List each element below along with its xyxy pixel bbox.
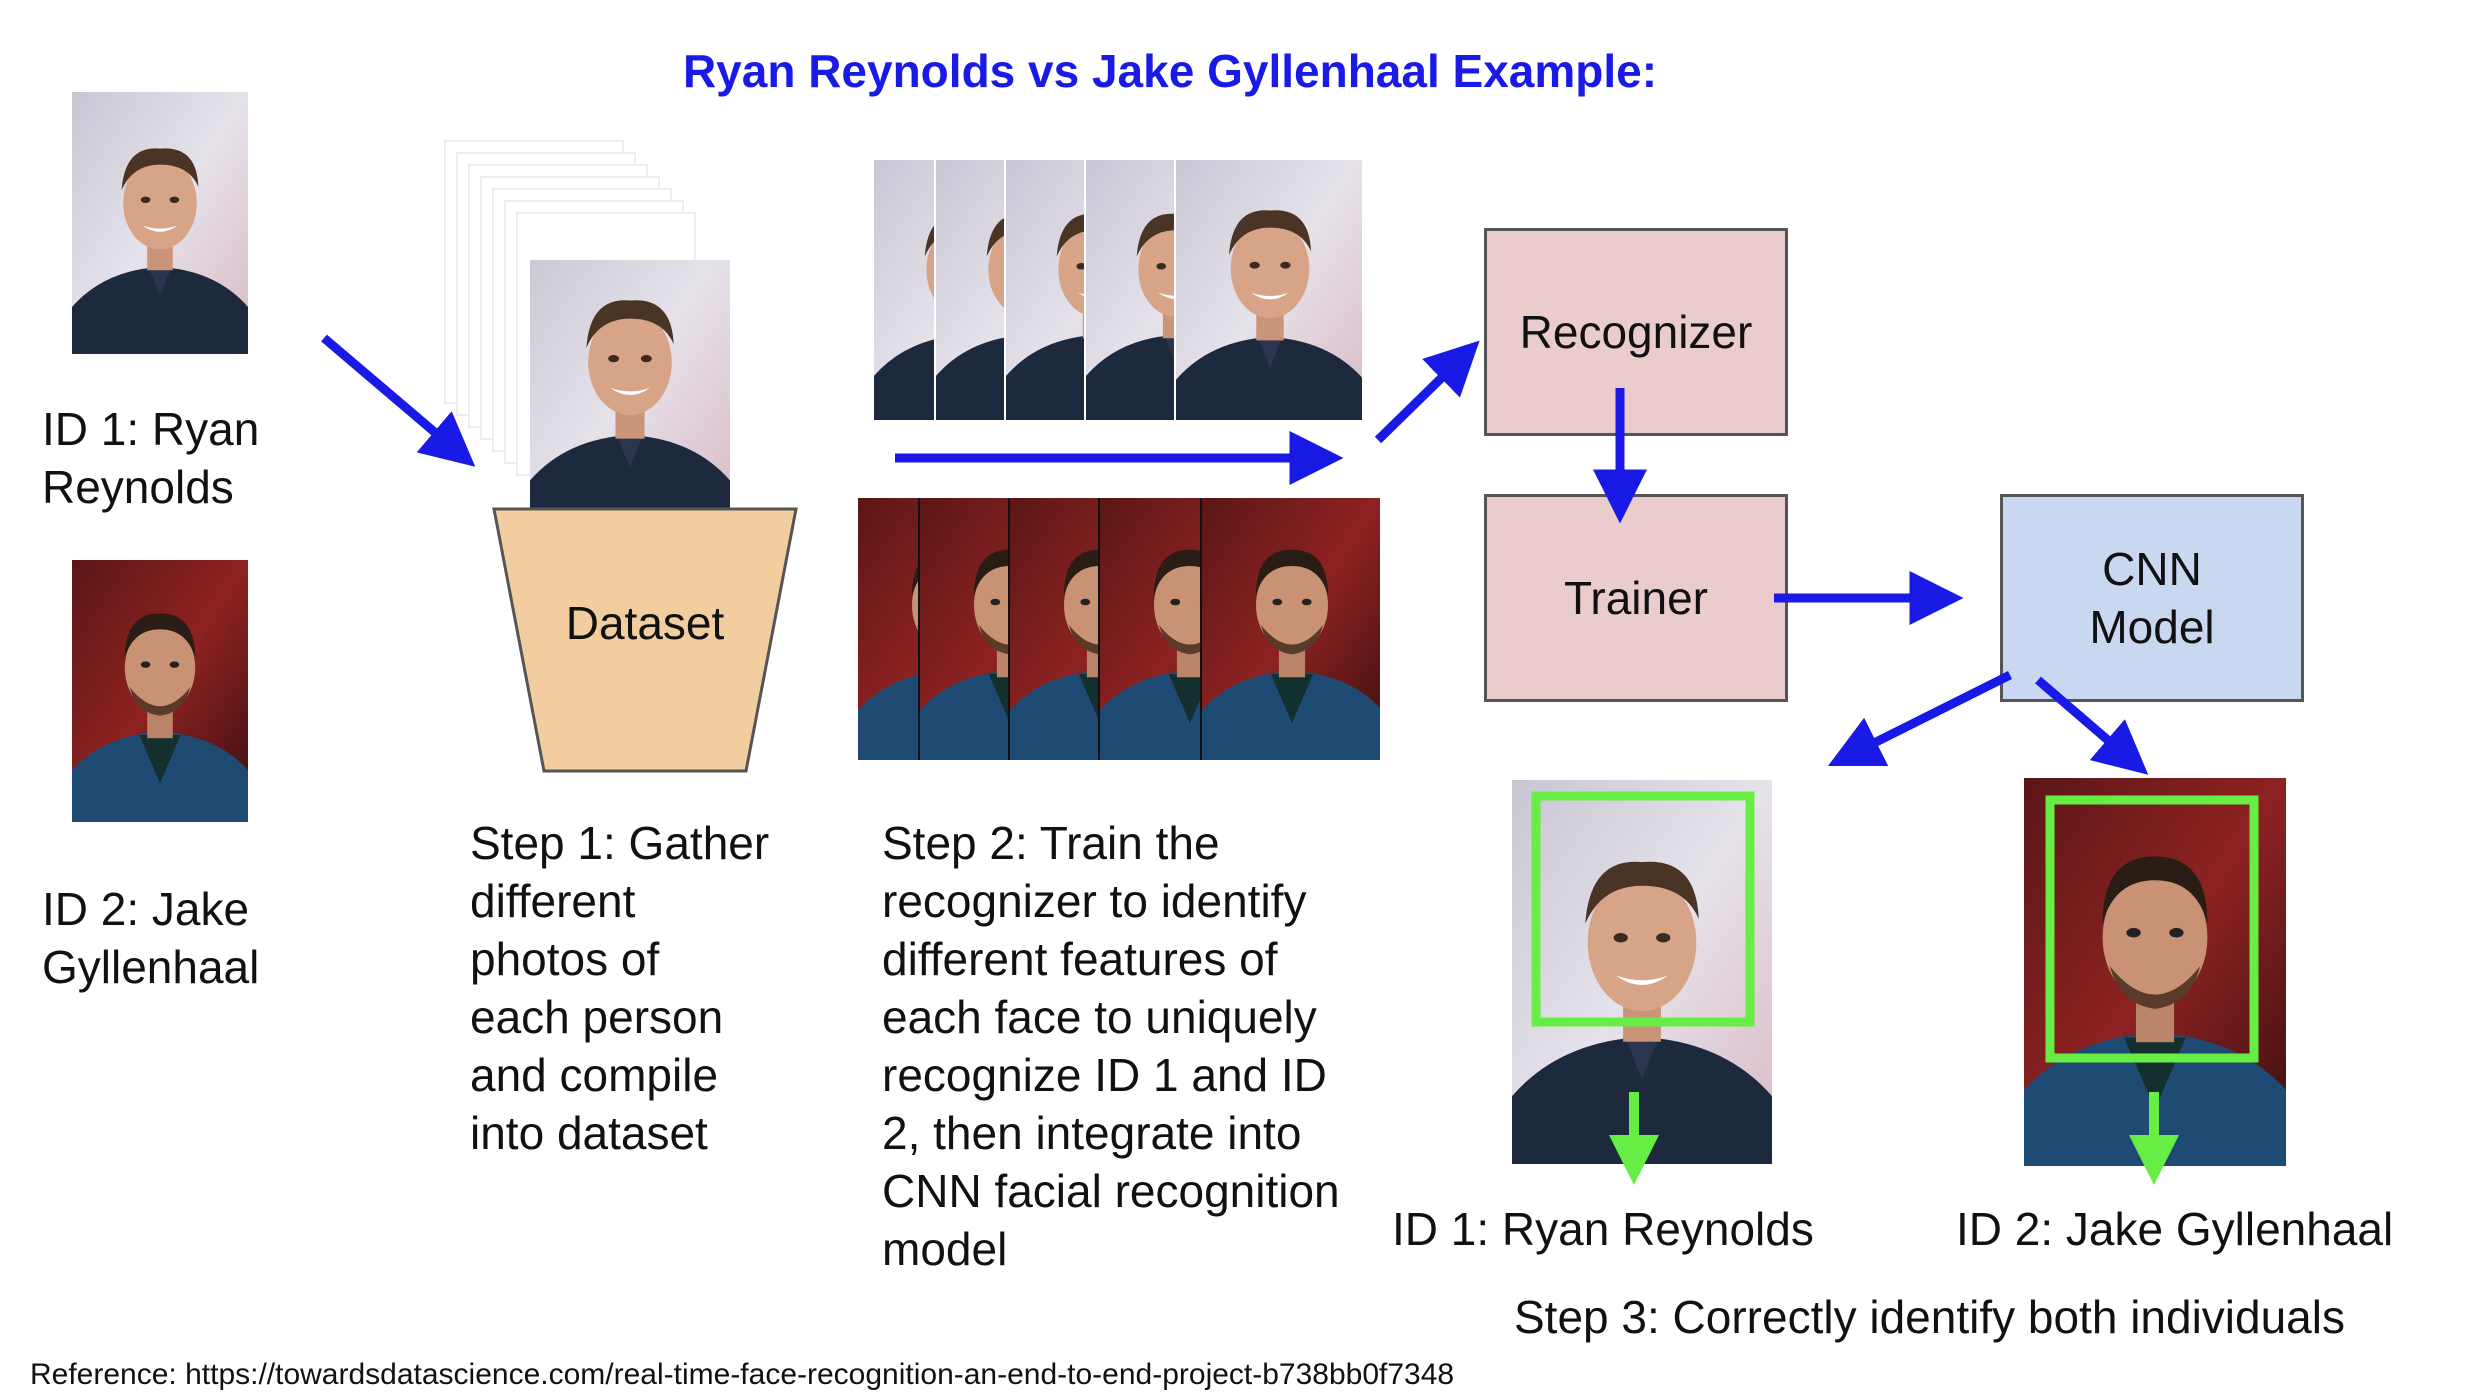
step3-text: Step 3: Correctly identify both individu… <box>1514 1291 2345 1343</box>
cnn-model-box: CNN Model <box>2000 494 2304 702</box>
result-id2-label: ID 2: Jake Gyllenhaal <box>1956 1203 2394 1255</box>
detection-box-jake <box>2045 795 2259 1063</box>
reference-text: Reference: https://towardsdatascience.co… <box>30 1358 1455 1391</box>
id2-label: ID 2: Jake Gyllenhaal <box>42 883 260 993</box>
jake-training-strip <box>858 498 1380 760</box>
recognizer-box: Recognizer <box>1484 228 1788 436</box>
arrow-cnn-to-result1 <box>1827 670 2013 767</box>
step2-text: Step 2: Train the recognizer to identify… <box>882 817 1340 1275</box>
diagram-title: Ryan Reynolds vs Jake Gyllenhaal Example… <box>682 45 1658 97</box>
arrow-ids-to-dataset <box>321 334 476 467</box>
trainer-box: Trainer <box>1484 494 1788 702</box>
detection-box-ryan <box>1531 791 1755 1027</box>
arrow-to-recognizer <box>1374 340 1480 444</box>
photo-stack <box>440 140 740 510</box>
arrow-cnn-to-result2 <box>2035 676 2149 775</box>
dataset-label: Dataset <box>565 597 725 649</box>
result-id1-label: ID 1: Ryan Reynolds <box>1392 1203 1814 1255</box>
id1-label: ID 1: Ryan Reynolds <box>42 403 260 513</box>
ryan-training-strip <box>874 160 1362 420</box>
step1-text: Step 1: Gather different photos of each … <box>470 817 770 1159</box>
dataset-bucket <box>492 507 798 773</box>
